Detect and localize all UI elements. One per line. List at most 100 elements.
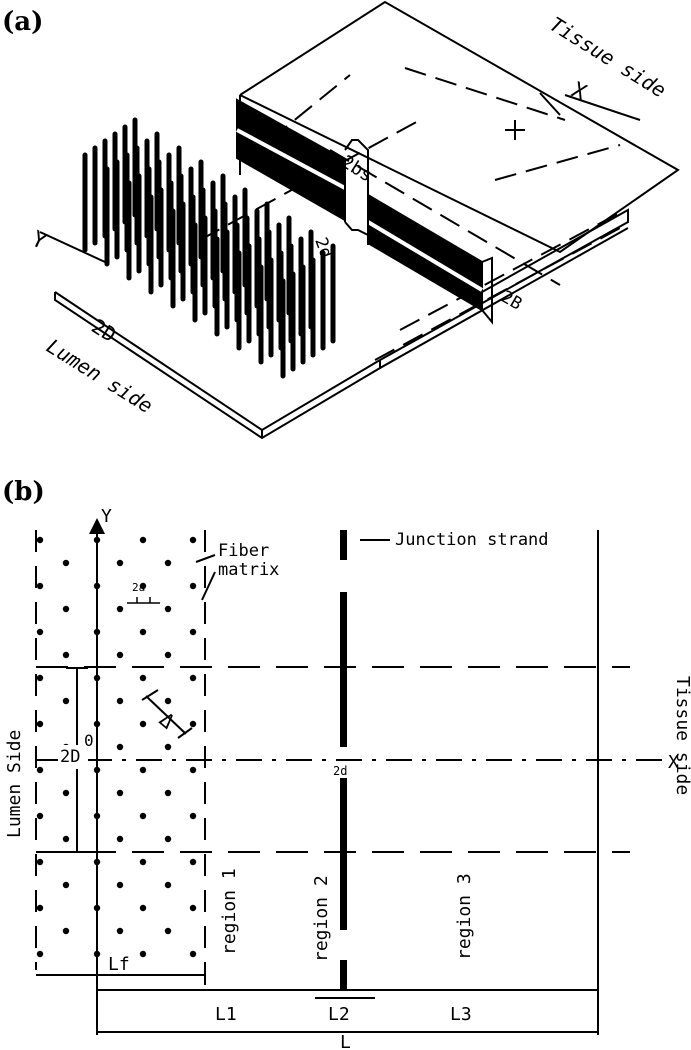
- fiber-dot: [36, 582, 44, 590]
- dim-2a-marker: [127, 597, 160, 604]
- L1-label: L1: [215, 1004, 237, 1025]
- delta-marker: [141, 689, 193, 739]
- fiber-dot: [36, 766, 44, 774]
- fiber-dot: [189, 950, 197, 958]
- dim-2D-label: 2D: [60, 747, 80, 767]
- fiber-dot: [62, 605, 70, 613]
- L-label: L: [340, 1032, 351, 1050]
- fiber-dot: [139, 766, 147, 774]
- fiber-dot: [189, 582, 197, 590]
- panel-a-label: (a): [2, 7, 43, 37]
- fiber-dot: [93, 766, 101, 774]
- fiber-dot: [62, 881, 70, 889]
- tissue-plane: [239, 0, 680, 254]
- fiber-dot: [189, 628, 197, 636]
- fiber-matrix-pointers: [195, 554, 216, 601]
- Lf-label: Lf: [108, 954, 130, 975]
- region-1-label: region 1: [219, 868, 240, 955]
- x-axis-label: X: [668, 752, 679, 773]
- fiber-dot: [139, 858, 147, 866]
- fiber-dot: [139, 674, 147, 682]
- fiber-dot: [139, 950, 147, 958]
- fiber-dot: [62, 697, 70, 705]
- fiber-dot: [164, 743, 172, 751]
- fiber-dot: [93, 536, 101, 544]
- lumen-base-slab: [54, 291, 381, 440]
- fiber-dot: [116, 743, 124, 751]
- fiber-dot: [189, 766, 197, 774]
- fiber-dot: [62, 789, 70, 797]
- fiber-dot: [62, 559, 70, 567]
- fiber-dot: [93, 904, 101, 912]
- cell-boundaries: [36, 666, 630, 853]
- fiber-region-boundary: [35, 530, 206, 975]
- fiber-dot: [36, 950, 44, 958]
- fiber-dot: [189, 812, 197, 820]
- fiber-dot: [116, 789, 124, 797]
- fiber-dot: [62, 651, 70, 659]
- panel-b: (b) Y X Junction strand 2d: [2, 477, 691, 1050]
- L3-label: L3: [450, 1004, 472, 1025]
- fiber-array: [82, 117, 336, 379]
- fiber-dot: [164, 651, 172, 659]
- fiber-dot: [93, 628, 101, 636]
- panel-a-axes: [39, 92, 641, 263]
- fiber-dot: [116, 881, 124, 889]
- fiber-dots: [36, 536, 197, 958]
- fiber-dot: [164, 881, 172, 889]
- fiber-dot: [164, 559, 172, 567]
- lower-right-slab: [379, 208, 629, 369]
- fiber-dot: [116, 927, 124, 935]
- delta-label: Δ: [155, 707, 180, 733]
- fiber-dot: [62, 835, 70, 843]
- fiber-dot: [116, 605, 124, 613]
- fiber-matrix-label-line2: matrix: [218, 560, 279, 580]
- fiber-dot: [36, 536, 44, 544]
- dim-lines-bottom: [36, 965, 598, 1035]
- fiber-dot: [189, 674, 197, 682]
- fiber-dot: [139, 628, 147, 636]
- panel-a-2D-label: 2D: [87, 314, 120, 347]
- fiber-dot: [164, 927, 172, 935]
- lumen-side-label: Lumen Side: [4, 730, 25, 838]
- fiber-dot: [164, 697, 172, 705]
- dim-2a-label: 2a: [132, 581, 145, 594]
- fiber-dot: [139, 812, 147, 820]
- L2-label: L2: [328, 1004, 350, 1025]
- junction-strand-right: [366, 193, 493, 325]
- fiber-dot: [36, 904, 44, 912]
- tissue-side-label: Tissue side: [672, 676, 691, 795]
- fiber-dot: [62, 927, 70, 935]
- panel-a: (a): [2, 0, 680, 440]
- fiber-dot: [93, 582, 101, 590]
- fiber-dot: [164, 835, 172, 843]
- y-axis-label: Y: [101, 506, 112, 527]
- fiber-dot: [189, 904, 197, 912]
- region-2-label: region 2: [311, 875, 332, 962]
- region-3-label: region 3: [454, 873, 475, 960]
- fiber-dot: [36, 720, 44, 728]
- plane-dash-lines: [199, 67, 626, 361]
- fiber-dot: [36, 812, 44, 820]
- fiber-dot: [93, 950, 101, 958]
- fiber-dot: [116, 651, 124, 659]
- fiber-dot: [36, 628, 44, 636]
- fiber-dot: [93, 674, 101, 682]
- panel-b-label: (b): [2, 477, 45, 507]
- fiber-dot: [189, 536, 197, 544]
- panel-a-tissue-side-label: Tissue side: [545, 12, 670, 103]
- panel-a-y-axis-label: Y: [27, 227, 50, 255]
- panel-a-lumen-side-label: Lumen side: [42, 334, 157, 418]
- fiber-dot: [36, 858, 44, 866]
- fiber-dot: [164, 605, 172, 613]
- junction-strand-label: Junction strand: [395, 530, 549, 550]
- junction-strand-left: [236, 98, 346, 222]
- fiber-dot: [164, 789, 172, 797]
- fiber-dot: [36, 674, 44, 682]
- dim-2D-label-bg: [58, 745, 88, 769]
- junction-strand: [340, 530, 347, 990]
- fiber-dot: [93, 812, 101, 820]
- fiber-dot: [93, 858, 101, 866]
- fiber-dot: [139, 582, 147, 590]
